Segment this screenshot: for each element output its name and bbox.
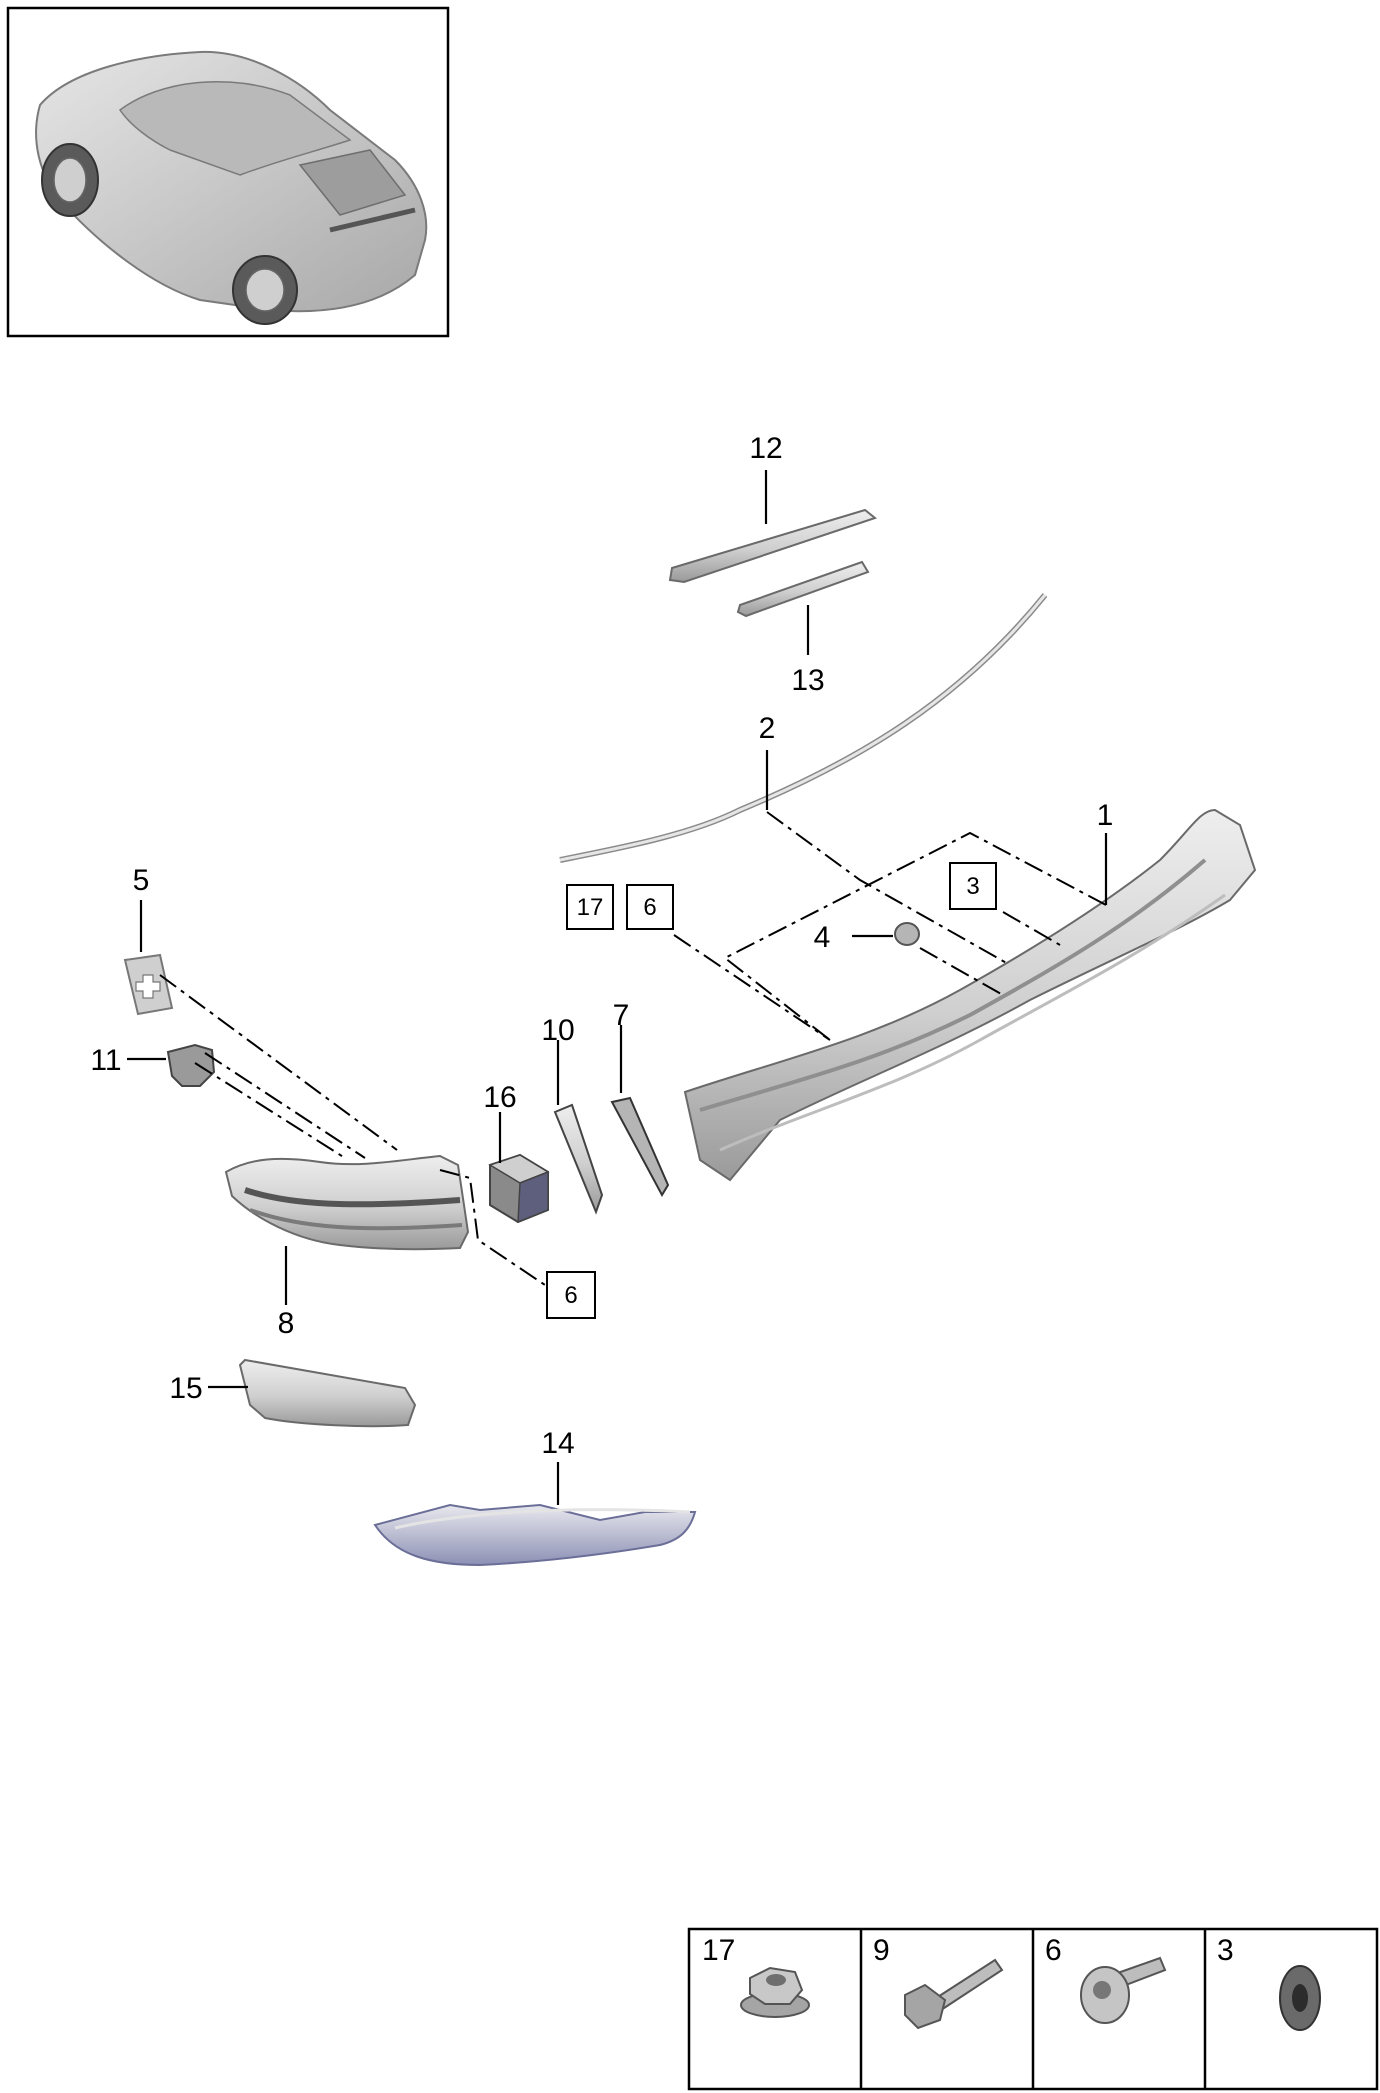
callout-16: 16 [483, 1081, 516, 1114]
callout-3: 3 [966, 873, 979, 900]
part-1-bumper-carrier [683, 808, 1257, 1182]
callout-4: 4 [814, 921, 831, 954]
hex-bolt-icon [904, 1958, 1004, 2030]
part-16-module [488, 1112, 550, 1224]
legend-number-17: 17 [702, 1934, 735, 1967]
callout-6-lower: 6 [564, 1282, 577, 1309]
suv-image [35, 50, 428, 325]
grommet-icon [1279, 1965, 1321, 2031]
torx-screw-icon [1080, 1956, 1167, 2024]
callout-7: 7 [613, 999, 630, 1032]
callout-6: 6 [643, 894, 656, 921]
part-8-tail-lamp [224, 1154, 470, 1305]
fastener-legend: 17 9 6 3 [687, 1927, 1379, 2091]
callout-12: 12 [749, 432, 782, 465]
part-15-lower-panel [208, 1358, 417, 1428]
part-5-gasket [123, 900, 174, 1016]
callout-2: 2 [759, 712, 776, 745]
part-4-clip [852, 922, 920, 946]
legend-number-3: 3 [1217, 1934, 1234, 1967]
legend-number-9: 9 [873, 1934, 890, 1967]
callout-11: 11 [90, 1044, 121, 1077]
callout-1: 1 [1097, 799, 1114, 832]
part-11-connector [127, 1043, 216, 1087]
part-7-housing [610, 1025, 670, 1198]
part-10-reflector [553, 1040, 604, 1215]
boxed-callout-6-upper: 6 [626, 884, 674, 930]
boxed-callout-17: 17 [566, 884, 614, 930]
callout-5: 5 [133, 864, 150, 897]
part-12-upper-trim [668, 470, 878, 584]
callout-13: 13 [791, 664, 824, 697]
vehicle-thumbnail [6, 6, 450, 338]
flange-nut-icon [740, 1966, 810, 2018]
callout-10: 10 [541, 1014, 574, 1047]
part-2-seal-strip [559, 593, 1048, 863]
callout-8: 8 [278, 1307, 295, 1340]
callout-17: 17 [577, 894, 604, 921]
boxed-callout-6-lower: 6 [546, 1271, 596, 1319]
alignment-lines [159, 811, 1107, 1286]
legend-number-6: 6 [1045, 1934, 1062, 1967]
callout-14: 14 [541, 1427, 574, 1460]
part-13-lower-trim [736, 560, 870, 655]
part-14-diffuser [373, 1462, 697, 1567]
callout-15: 15 [169, 1372, 202, 1405]
boxed-callout-3: 3 [949, 862, 997, 910]
